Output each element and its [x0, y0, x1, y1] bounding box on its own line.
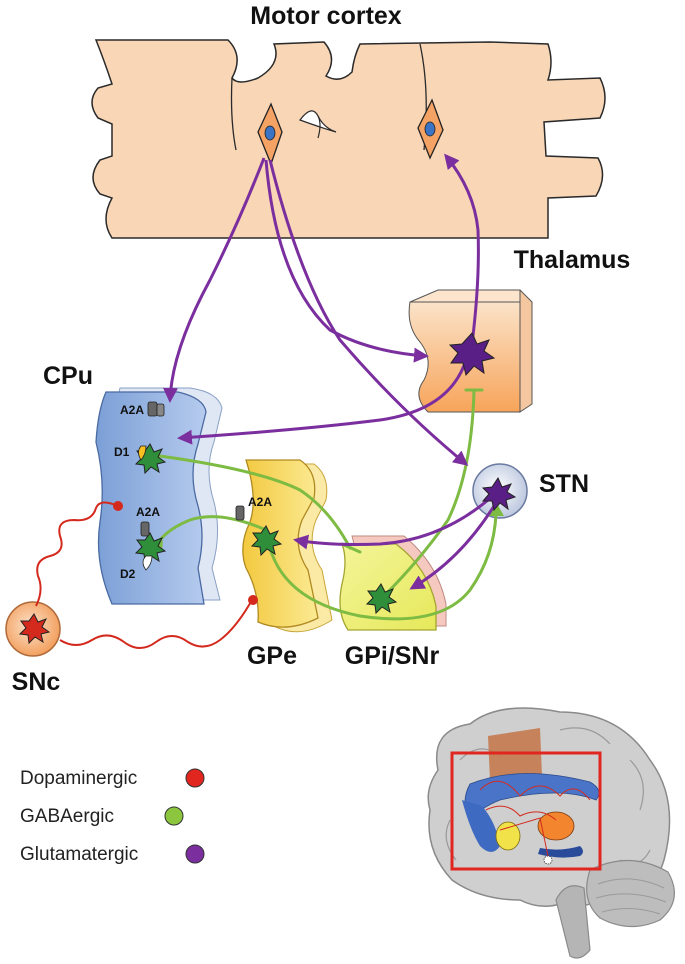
legend-swatch-dopaminergic: [185, 768, 205, 788]
d2-receptor-icon: [142, 555, 153, 571]
label-thalamus: Thalamus: [514, 246, 631, 274]
title-motor-cortex: Motor cortex: [250, 2, 402, 30]
cortical-neuron-left: [257, 102, 283, 166]
snc-neuron-icon: [18, 613, 51, 645]
label-cpu: CPu: [43, 362, 93, 390]
brain-inset-image: [427, 707, 675, 959]
label-gpi-snr: GPi/SNr: [345, 642, 440, 670]
legend: Dopaminergic GABAergic Glutamatergic: [20, 768, 205, 865]
label-snc: SNc: [12, 668, 61, 696]
cortical-neuron-right: [417, 98, 444, 160]
stn-neuron-icon: [481, 476, 517, 512]
label-a2a-gpe: A2A: [248, 495, 272, 509]
a2a-receptor-mid-icon: [140, 521, 150, 537]
a2a-receptor-gpe-icon: [235, 505, 245, 521]
legend-label-glutamatergic: Glutamatergic: [20, 844, 138, 865]
dopamine-terminal-cpu: [113, 501, 123, 511]
a2a-receptor-icon: [147, 401, 165, 417]
dopaminergic-pathways: [35, 501, 253, 649]
label-a2a-cpu-top: A2A: [120, 403, 144, 417]
legend-swatch-gabaergic: [164, 806, 184, 826]
dopamine-terminal-gpe: [248, 595, 258, 605]
glutamatergic-pathways: [162, 153, 496, 590]
legend-label-dopaminergic: Dopaminergic: [20, 768, 137, 789]
label-d1: D1: [114, 445, 130, 459]
gpi-neuron-icon: [365, 583, 398, 615]
label-a2a-cpu-mid: A2A: [136, 505, 160, 519]
legend-swatch-glutamatergic: [185, 844, 205, 864]
label-gpe: GPe: [247, 642, 297, 670]
thalamus-neuron-icon: [448, 332, 496, 377]
label-stn: STN: [539, 470, 589, 498]
d1-receptor-icon: [138, 445, 147, 461]
cpu-striatum: [95, 387, 223, 605]
label-d2: D2: [120, 567, 136, 581]
gaba-arrowhead-stn: [488, 502, 504, 516]
gabaergic-pathways: [158, 388, 498, 621]
gpe-neuron-icon: [250, 525, 283, 557]
legend-label-gabaergic: GABAergic: [20, 806, 114, 827]
motor-cortex: [91, 39, 606, 239]
